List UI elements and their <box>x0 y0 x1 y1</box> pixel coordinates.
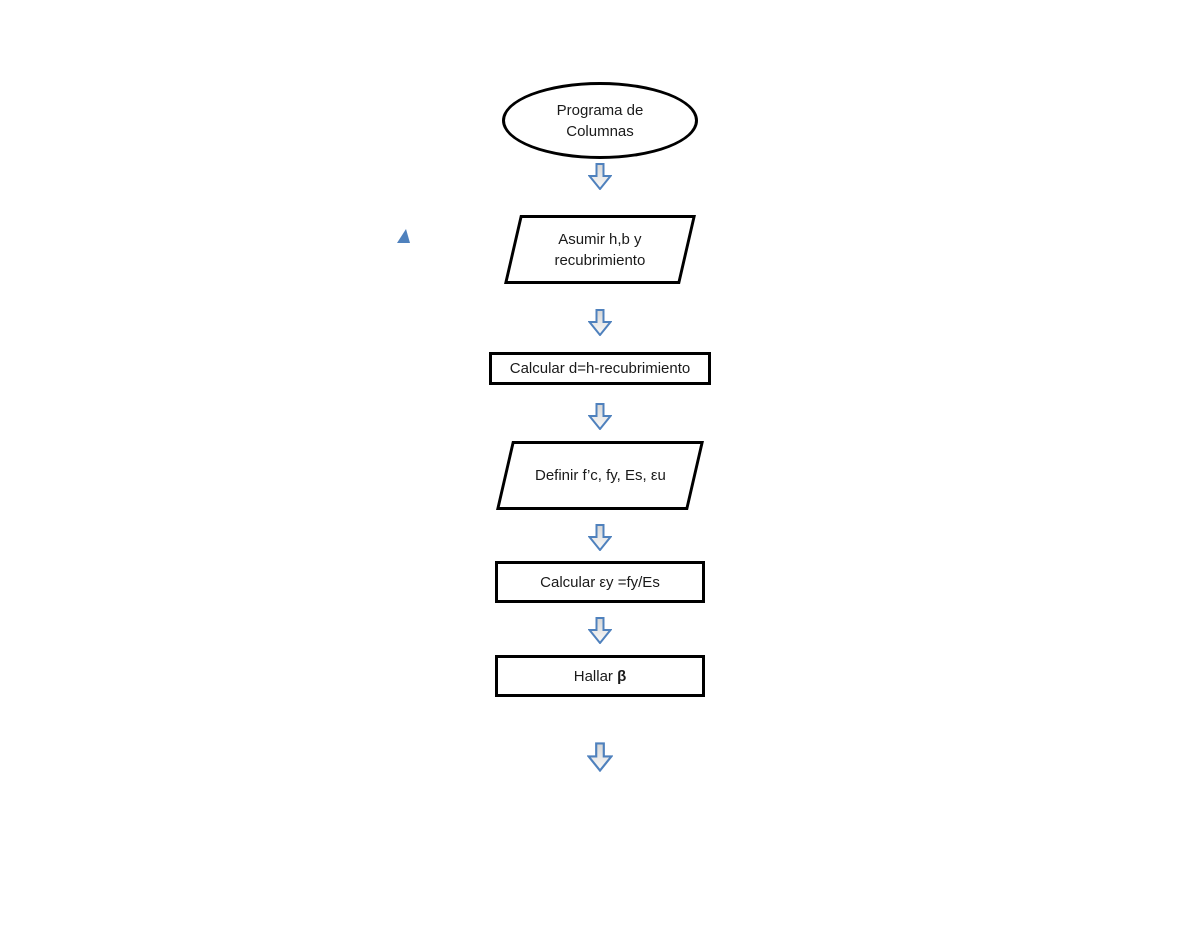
flowchart-node-calc-ey: Calcular εy =fy/Es <box>495 561 705 603</box>
down-arrow-connector <box>588 403 612 430</box>
down-arrow-connector <box>587 742 613 772</box>
flowchart-node-start: Programa de Columnas <box>502 82 698 159</box>
node-label: Definir f’c, fy, Es, εu <box>534 467 666 484</box>
flowchart-node-calc-d: Calcular d=h-recubrimiento <box>489 352 711 385</box>
node-label: Calcular εy =fy/Es <box>540 573 660 591</box>
down-arrow-connector <box>588 524 612 551</box>
flowchart-node-input-hb: Asumir h,b y recubrimiento <box>504 215 696 284</box>
node-label: Calcular d=h-recubrimiento <box>509 360 691 377</box>
down-arrow-connector <box>588 163 612 190</box>
flowchart-node-find-beta: Hallar β <box>495 655 705 697</box>
node-label: Asumir h,b y recubrimiento <box>554 230 646 269</box>
node-label: Hallar β <box>574 666 627 687</box>
flowchart-node-define-materials: Definir f’c, fy, Es, εu <box>496 441 704 510</box>
node-label-text: Hallar <box>573 667 618 685</box>
blue-triangle-marker <box>397 229 410 243</box>
beta-symbol: β <box>617 667 627 685</box>
node-label: Programa de Columnas <box>556 101 644 140</box>
down-arrow-connector <box>588 309 612 336</box>
down-arrow-connector <box>588 617 612 644</box>
